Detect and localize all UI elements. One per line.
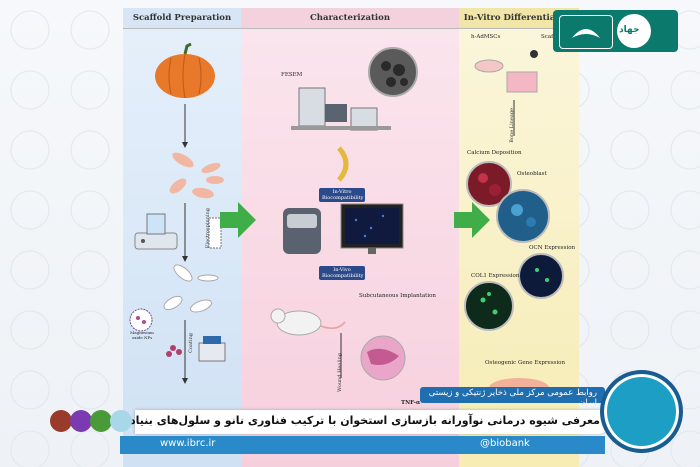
decorative-circle	[600, 370, 683, 453]
characterization-title: Characterization	[241, 8, 459, 29]
subcutaneous-label: Subcutaneous Implantation	[359, 293, 436, 299]
main-headline: معرفی شیوه درمانی نوآورانه بازسازی استخو…	[119, 414, 600, 427]
thumbnail-4	[110, 410, 132, 432]
ocn-expression-label: OCN Expression	[529, 245, 576, 251]
invitro-differentiation-title: In-Vitro Differentiation	[459, 8, 579, 29]
thumbnail-1	[50, 410, 72, 432]
scaffold-illustrations	[129, 42, 226, 384]
green-arrow-2	[454, 202, 490, 238]
tnf-label: TNF-α	[401, 400, 421, 406]
col1-expression-label: COL1 Expression	[471, 273, 520, 279]
jahad-logo-text: جهاد	[619, 25, 640, 35]
osteogenic-gene-label: Osteogenic Gene Expression	[485, 360, 565, 366]
scaffold-preparation-title: Scaffold Preparation	[123, 8, 241, 29]
website-link[interactable]: www.ibrc.ir	[160, 438, 216, 449]
nps-label: Magnesium oxide NPs	[130, 330, 154, 340]
social-handle[interactable]: @biobank	[480, 438, 530, 449]
calcium-deposition-label: Calcium Deposition	[467, 150, 522, 156]
top-banner-text: روابط عمومی مرکز ملی ذخایر ژنتیکی و زیست…	[428, 388, 597, 408]
scaffold-short-label: Scaffo	[541, 34, 559, 40]
main-banner-strip: معرفی شیوه درمانی نوآورانه بازسازی استخو…	[120, 410, 610, 434]
green-arrow-1	[220, 202, 256, 238]
top-banner-strip: روابط عمومی مرکز ملی ذخایر ژنتیکی و زیست…	[420, 387, 605, 408]
osteoblast-label: Osteoblast	[517, 171, 547, 177]
logos-box: جهاد	[553, 10, 678, 52]
invitro-illustrations	[464, 50, 564, 398]
scaffold-preparation-panel: Scaffold Preparation Electr	[123, 8, 241, 467]
bottom-banner: www.ibrc.ir @biobank	[0, 436, 700, 456]
invitro-biocompatibility-label: In-Vitro Biocompatibility	[319, 188, 365, 202]
top-banner: روابط عمومی مرکز ملی ذخایر ژنتیکی و زیست…	[0, 385, 700, 408]
electrospinning-label: Electrospinning	[205, 208, 211, 249]
main-banner: معرفی شیوه درمانی نوآورانه بازسازی استخو…	[0, 410, 700, 434]
hadmscs-label: h-AdMSCs	[471, 34, 501, 40]
ibrc-logo-icon	[559, 15, 613, 49]
fesem-label: FESEM	[281, 72, 303, 78]
thumbnail-3	[90, 410, 112, 432]
bone-lineage-label: Bone Lineage	[509, 108, 515, 143]
characterization-illustrations	[270, 47, 418, 381]
pumpkin-icon	[155, 54, 215, 98]
coating-label: Coating	[188, 333, 194, 353]
thumbnail-2	[70, 410, 92, 432]
jahad-logo-icon: جهاد	[617, 14, 651, 48]
invivo-biocompatibility-label: In-Vivo Biocompatibility	[319, 266, 365, 280]
bottom-banner-strip: www.ibrc.ir @biobank	[120, 436, 605, 454]
